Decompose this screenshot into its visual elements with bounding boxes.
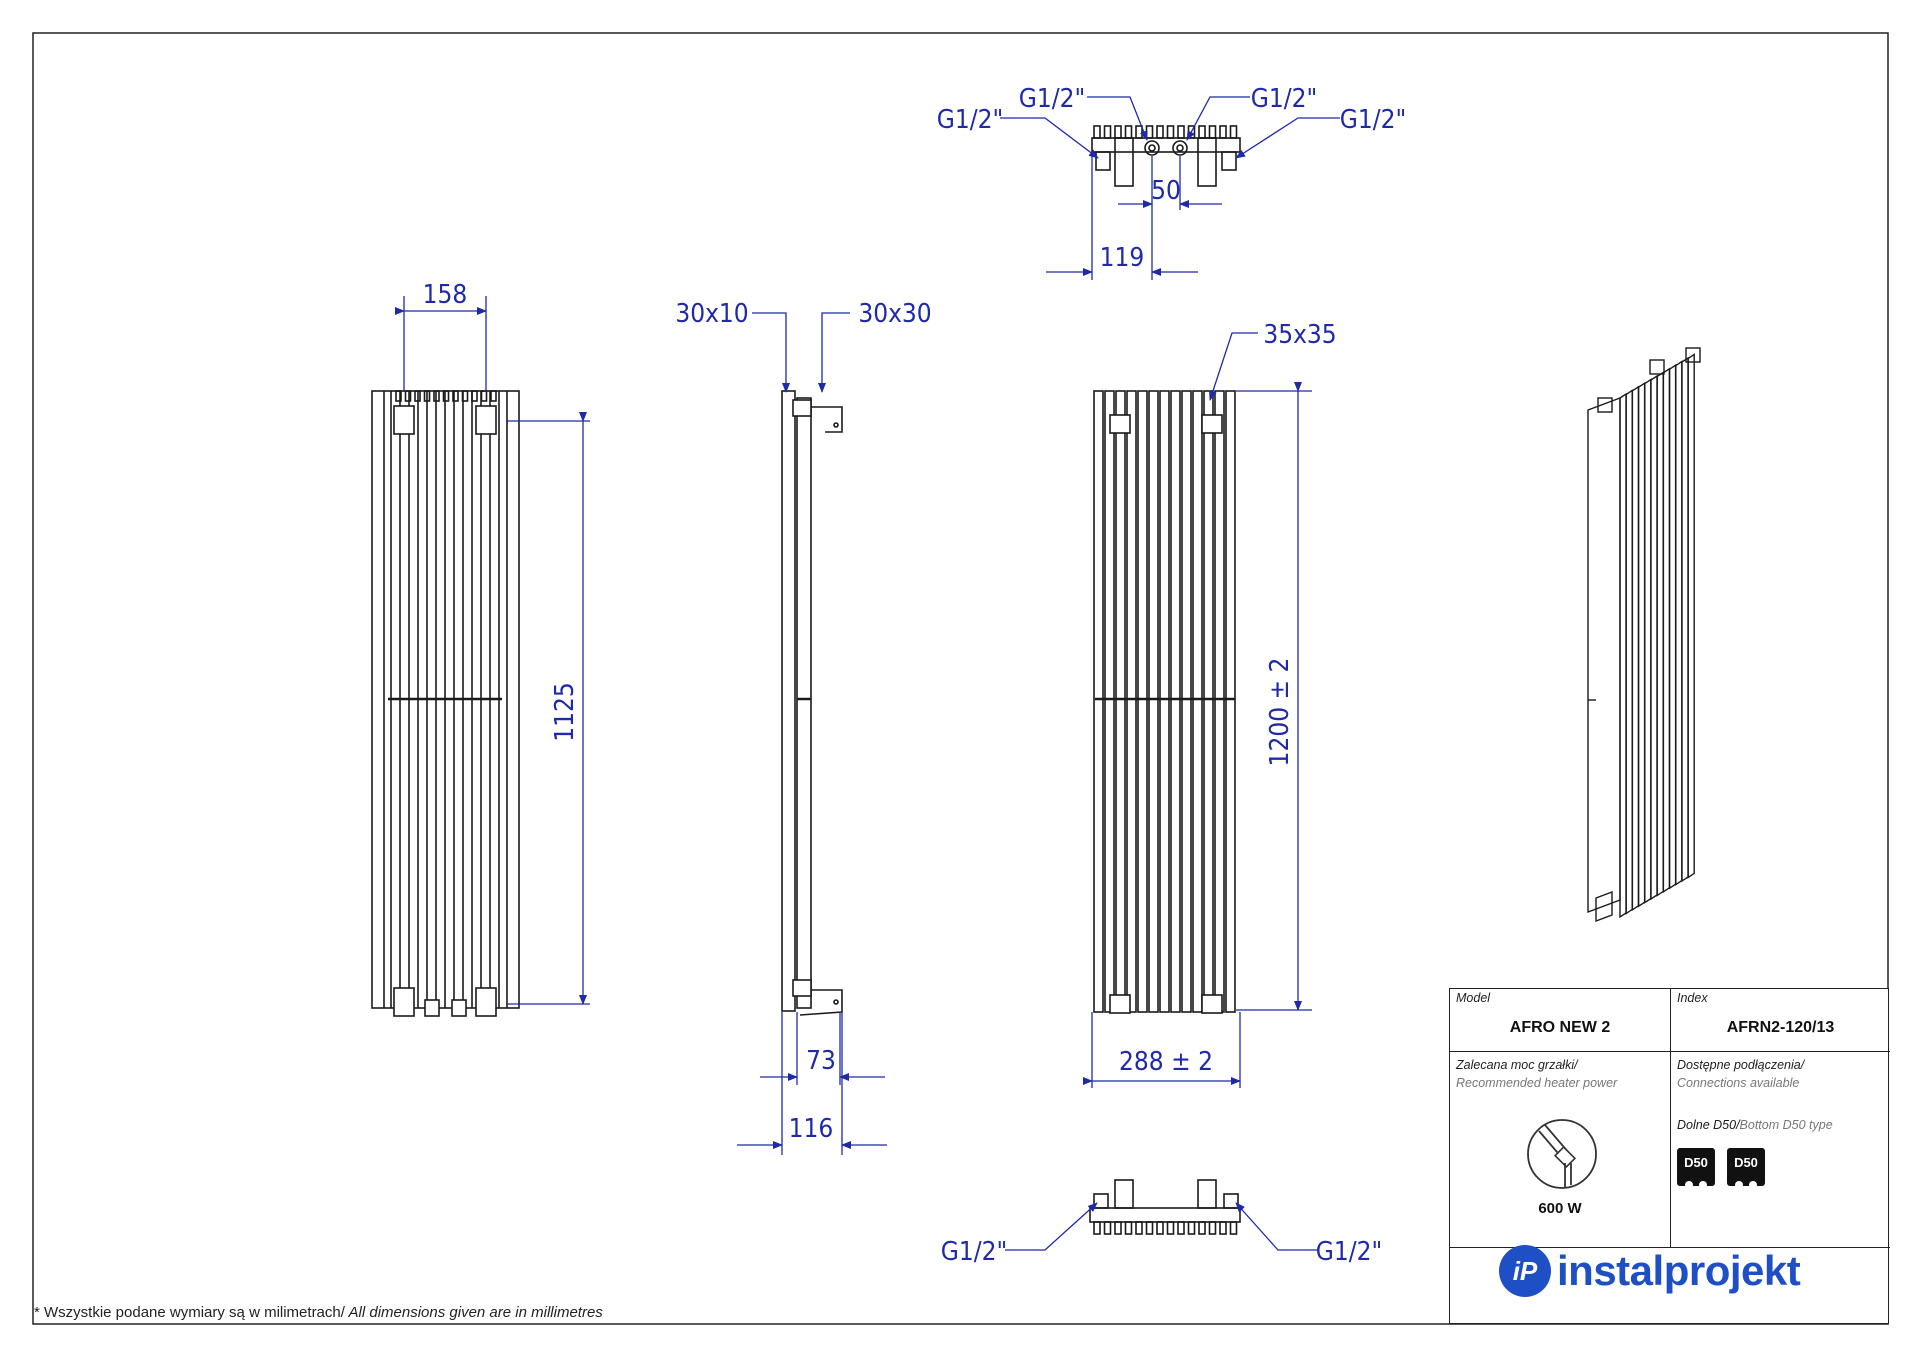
top-view (1091, 125, 1241, 187)
dim-side-depth-outer: 116 (789, 1114, 834, 1144)
dim-front-height: 1125 (550, 682, 580, 742)
dim-conn-top-2: G1/2" (1019, 84, 1086, 114)
dim-side-depth-inner: 73 (806, 1046, 836, 1076)
conn-type-pl: Dolne D50/ (1677, 1118, 1740, 1132)
power-cell: Zalecana moc grzałki/ Recommended heater… (1450, 1052, 1671, 1248)
dimension-lines (395, 96, 1340, 1251)
dim-conn-top-4: G1/2" (1340, 105, 1407, 135)
footnote-en: All dimensions given are in millimetres (344, 1304, 603, 1321)
conn-type-en: Bottom D50 type (1739, 1118, 1833, 1132)
front-view (371, 390, 520, 1017)
back-tubes (1093, 390, 1236, 1013)
badge-2-label: D50 (1734, 1155, 1758, 1170)
top-teeth (1093, 125, 1238, 139)
dim-top-spacing: 50 (1151, 176, 1181, 206)
model-value: AFRO NEW 2 (1509, 1019, 1611, 1036)
badge-1-label: D50 (1684, 1155, 1708, 1170)
conn-label-pl: Dostępne podłączenia/ (1677, 1058, 1805, 1072)
bottom-view (1089, 1179, 1241, 1235)
logo-text: instalprojekt (1557, 1247, 1801, 1294)
dim-conn-bottom-right: G1/2" (1316, 1237, 1383, 1267)
dim-conn-top-1: G1/2" (937, 105, 1004, 135)
title-block: Model AFRO NEW 2 Index AFRN2-120/13 Zale… (1449, 988, 1890, 1324)
footnote: * Wszystkie podane wymiary są w milimetr… (34, 1304, 603, 1321)
conn-label-en: Connections available (1677, 1076, 1800, 1090)
index-value: AFRN2-120/13 (1726, 1019, 1835, 1036)
iso-tubes (1619, 353, 1695, 919)
d50-connection-icon: D50 (1727, 1148, 1765, 1186)
footnote-pl: * Wszystkie podane wymiary są w milimetr… (34, 1304, 345, 1321)
dim-conn-bottom-left: G1/2" (941, 1237, 1008, 1267)
dim-side-top-left: 30x10 (675, 299, 748, 329)
side-view (781, 390, 843, 1016)
index-label: Index (1677, 991, 1708, 1005)
index-cell: Index AFRN2-120/13 (1671, 989, 1890, 1052)
bottom-teeth (1093, 1221, 1238, 1235)
dim-side-top-right: 30x30 (858, 299, 931, 329)
connections-cell: Dostępne podłączenia/ Connections availa… (1671, 1052, 1890, 1248)
dim-back-width: 288 ± 2 (1119, 1047, 1213, 1077)
sheet-border (32, 32, 1889, 1325)
logo-mark: iP (1499, 1245, 1551, 1297)
isometric-view (1587, 347, 1701, 923)
conn-type: Dolne D50/Bottom D50 type (1677, 1118, 1833, 1132)
dimension-labels: 158 1125 30x10 30x30 73 116 35x35 1200 ±… (423, 84, 1407, 1267)
dim-conn-top-3: G1/2" (1251, 84, 1318, 114)
dim-front-width: 158 (423, 280, 468, 310)
power-label-pl: Zalecana moc grzałki/ (1456, 1058, 1578, 1072)
d50-connection-icon: D50 (1677, 1148, 1715, 1186)
dim-top-offset: 119 (1100, 243, 1145, 273)
model-label: Model (1456, 991, 1491, 1005)
heater-element-icon (1527, 1119, 1597, 1189)
dim-back-height: 1200 ± 2 (1265, 658, 1295, 767)
model-cell: Model AFRO NEW 2 (1450, 989, 1671, 1052)
power-value: 600 W (1538, 1200, 1582, 1217)
instalprojekt-logo: iP instalprojekt (1499, 1245, 1801, 1297)
dim-back-tube: 35x35 (1263, 320, 1336, 350)
back-view (1093, 390, 1236, 1014)
power-label-en: Recommended heater power (1456, 1076, 1618, 1090)
